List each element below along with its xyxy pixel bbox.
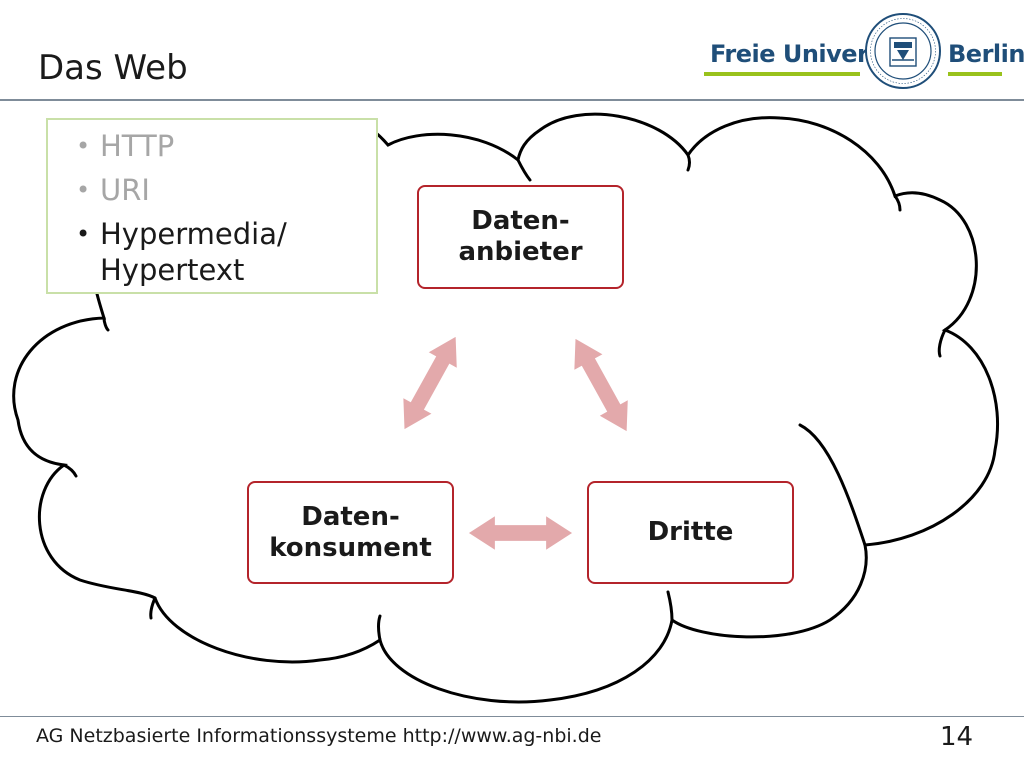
- bullet-box: HTTP URI Hypermedia/ Hypertext: [46, 118, 378, 294]
- footer-text: AG Netzbasierte Informationssysteme http…: [36, 725, 602, 747]
- bullet-list: HTTP URI Hypermedia/ Hypertext: [48, 120, 376, 288]
- logo-underline-left: [704, 72, 860, 76]
- arrow-konsument-dritte: [467, 514, 574, 552]
- node-datenkonsument: Daten- konsument: [247, 481, 454, 584]
- bullet-item-http: HTTP: [76, 128, 376, 164]
- university-seal-icon: [865, 13, 941, 89]
- title-divider: [0, 99, 1024, 101]
- bullet-item-hypermedia: Hypermedia/ Hypertext: [76, 216, 376, 288]
- university-logo: Freie Universität Berlin: [704, 12, 1024, 96]
- footer-divider: [0, 716, 1024, 717]
- logo-underline-right: [948, 72, 1002, 76]
- slide-title: Das Web: [38, 48, 188, 88]
- page-number: 14: [940, 722, 974, 752]
- arrow-anbieter-konsument: [388, 327, 472, 439]
- node-datenanbieter: Daten- anbieter: [417, 185, 624, 289]
- arrow-anbieter-dritte: [559, 329, 643, 441]
- bullet-item-uri: URI: [76, 172, 376, 208]
- node-dritte: Dritte: [587, 481, 794, 584]
- logo-text-right: Berlin: [948, 40, 1024, 68]
